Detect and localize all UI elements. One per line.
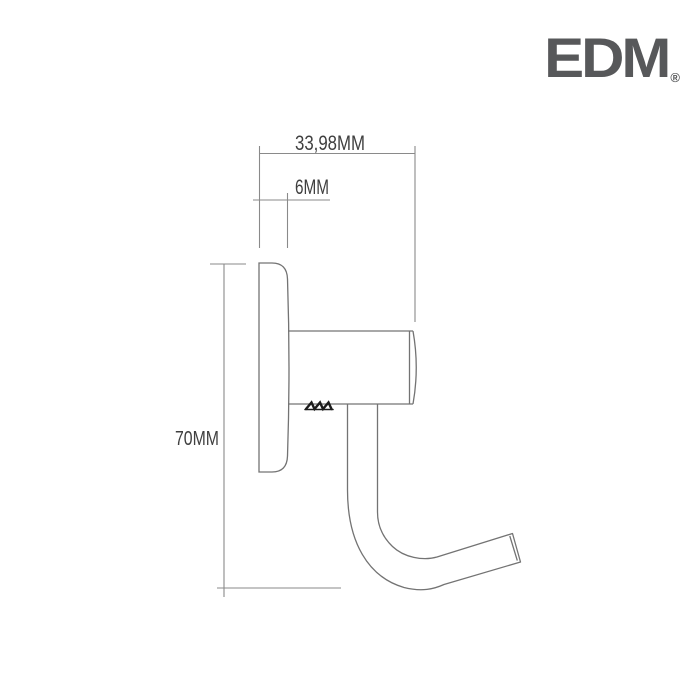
dim-height-label: 70MM xyxy=(175,428,219,450)
dimension-width xyxy=(258,146,416,322)
hook-tip-face-line xyxy=(509,535,518,561)
wall-plate-outline xyxy=(258,262,290,473)
set-screw-thread-icon xyxy=(304,400,333,412)
dimension-height xyxy=(210,263,341,597)
edm-logo: EDM ® xyxy=(544,26,680,86)
cylinder-end-cap xyxy=(412,330,417,405)
set-screw-detail xyxy=(304,400,334,412)
hook-arm xyxy=(346,404,522,591)
dimension-plate-thickness xyxy=(253,193,330,248)
dim-thickness-label: 6MM xyxy=(295,176,329,199)
hook-arm-outline xyxy=(346,404,522,591)
edm-logo-text: EDM xyxy=(544,27,671,89)
dim-width-label: 33,98MM xyxy=(295,132,365,155)
registered-trademark-icon: ® xyxy=(670,70,680,85)
mount-cylinder xyxy=(288,330,417,405)
